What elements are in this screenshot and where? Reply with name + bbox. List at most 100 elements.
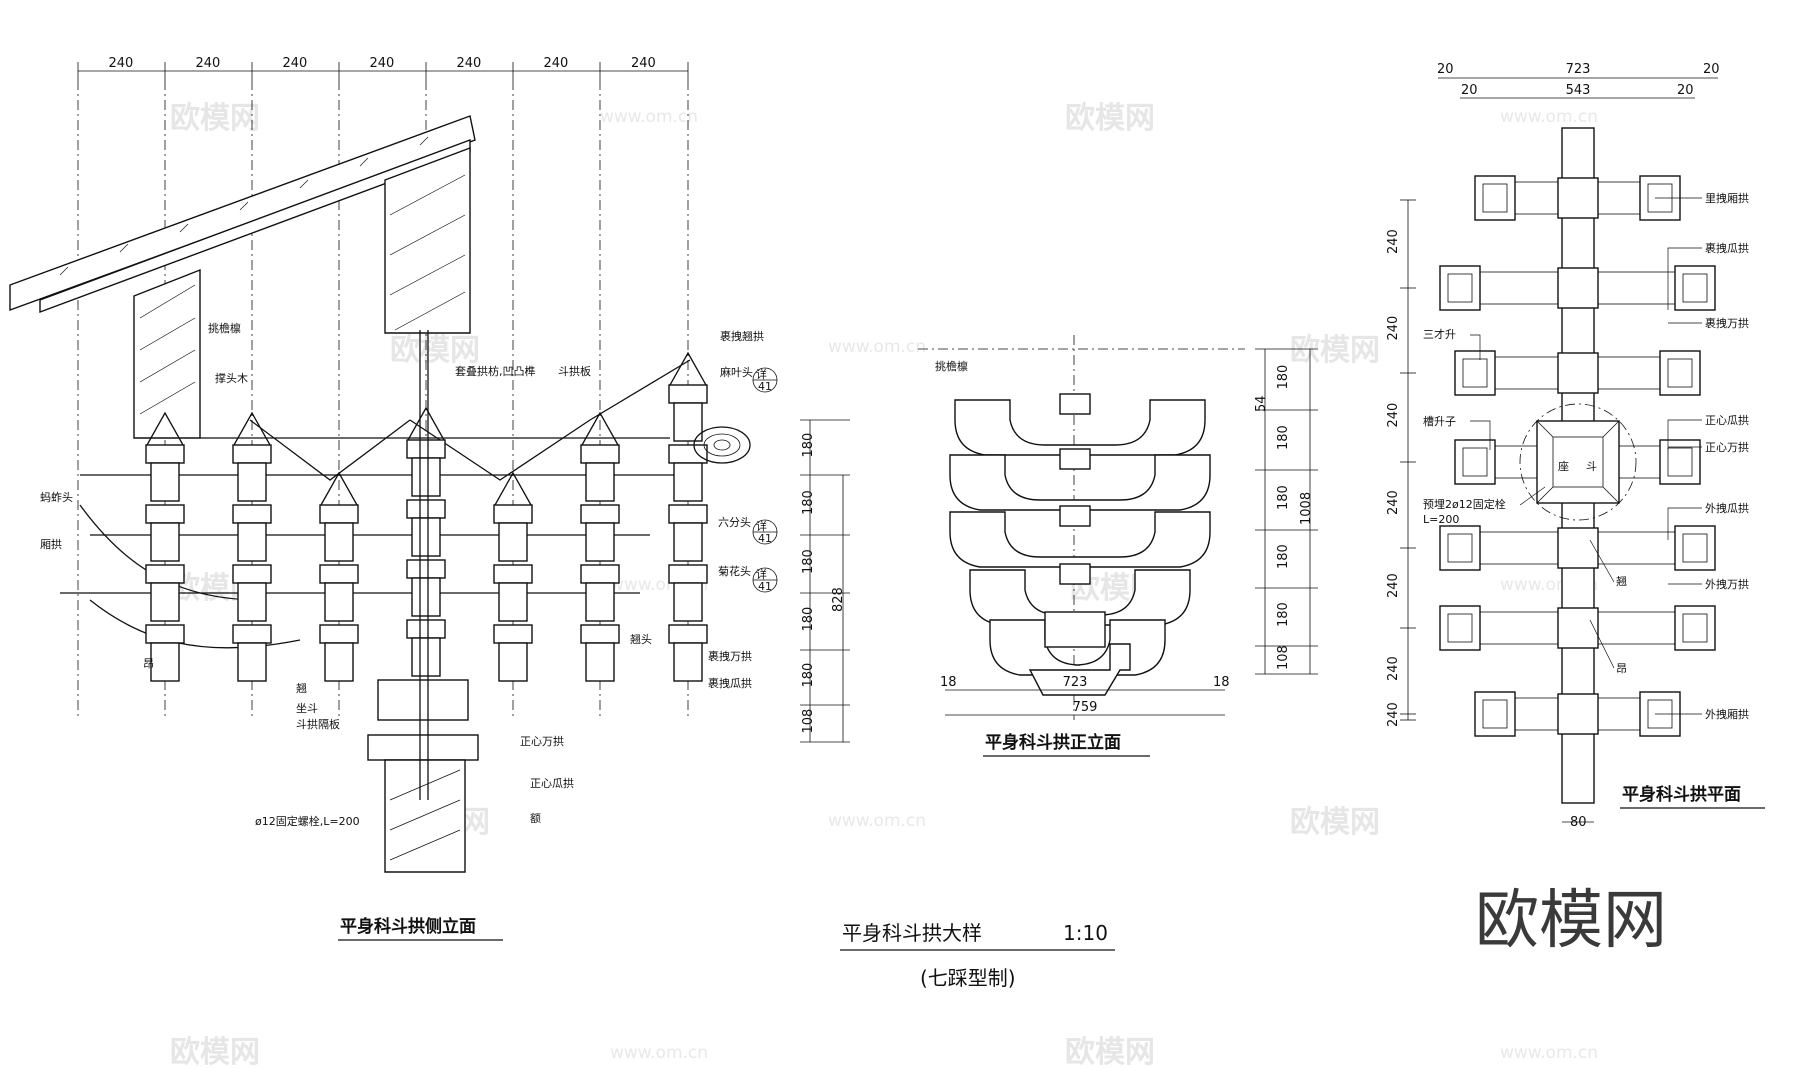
plan-spine-block: [1557, 352, 1599, 394]
plan-total-width: 723: [1566, 62, 1591, 77]
plan-sheng-left-inner: [1462, 358, 1488, 388]
side-title: 平身科斗拱侧立面: [340, 916, 476, 937]
label-ligua: 裹拽瓜拱: [708, 676, 752, 690]
side-top-dim: 240: [370, 56, 395, 71]
dou-block: [493, 624, 533, 644]
gong-block: [673, 402, 703, 442]
dou-cap: [581, 411, 619, 446]
plan-spine-block: [1557, 607, 1599, 649]
plan-view: 723 543 20 20 20 20 座 斗 2402402402402402…: [1386, 62, 1765, 830]
plan-sheng-right: [1659, 439, 1701, 485]
plan-left-dim: 240: [1386, 656, 1401, 681]
watermark-url: www.om.cn: [828, 337, 926, 357]
gong-block: [237, 582, 267, 622]
dou-block: [580, 504, 620, 524]
label-ang: 昂: [143, 657, 154, 670]
plan-li-wan: 裹拽万拱: [1705, 316, 1749, 330]
dou-block: [493, 564, 533, 584]
front-sheng: [1059, 448, 1091, 470]
plan-sheng-right-inner: [1682, 273, 1708, 303]
gong-block: [498, 522, 528, 562]
gong-block: [585, 462, 615, 502]
plan-ang: 昂: [1616, 662, 1627, 675]
gong-block: [324, 522, 354, 562]
plan-spine-block: [1557, 693, 1599, 735]
label-chengtou: 撑头木: [215, 371, 248, 385]
gong-block: [411, 637, 441, 677]
plan-qiao: 翘: [1616, 575, 1627, 588]
dou-block: [580, 444, 620, 464]
label-liwan: 裹拽万拱: [708, 649, 752, 663]
plan-sheng-left: [1439, 525, 1481, 571]
side-right-dim: 180: [801, 607, 816, 632]
detail-ref-number: 41: [758, 532, 772, 545]
plan-sancai: 三才升: [1423, 327, 1456, 341]
plan-spine-block: [1557, 177, 1599, 219]
gong-block: [324, 582, 354, 622]
detail-ref-number: 41: [758, 380, 772, 393]
dou-block: [319, 504, 359, 524]
gong-block: [150, 642, 180, 682]
gong-block: [673, 582, 703, 622]
plan-sheng-left: [1474, 691, 1516, 737]
plan-left-dim: 240: [1386, 229, 1401, 254]
label-maye: 麻叶头: [720, 365, 753, 379]
plan-sheng-left: [1474, 175, 1516, 221]
dou-block: [406, 439, 446, 459]
gong-block: [585, 582, 615, 622]
gong-block: [673, 462, 703, 502]
watermark-brand: 欧模网: [1290, 333, 1380, 368]
label-taodie: 套叠拱枋,凹凸榫: [455, 364, 536, 378]
dou-cap: [233, 411, 271, 446]
side-right-dim: 180: [801, 549, 816, 574]
plan-left-dim: 240: [1386, 573, 1401, 598]
front-tier: [949, 511, 1211, 568]
plan-yumai-l: L=200: [1423, 513, 1459, 526]
gong-block: [150, 462, 180, 502]
dou-block: [668, 384, 708, 404]
front-sheng: [1059, 505, 1091, 527]
label-qiao: 翘: [296, 682, 307, 695]
plan-li-qiao: 里拽厢拱: [1705, 191, 1749, 205]
plan-sheng-left-inner: [1447, 613, 1473, 643]
zuodou-circle: [1519, 403, 1637, 521]
label-liufen: 六分头: [718, 516, 751, 529]
label-litiao-qiao: 裹拽翘拱: [720, 329, 764, 343]
dou-block: [493, 504, 533, 524]
side-top-dim: 240: [283, 56, 308, 71]
plan-wai-wan: 外拽万拱: [1705, 577, 1749, 591]
dou-cap: [669, 351, 707, 386]
front-tier: [969, 569, 1191, 626]
detail-ref-label: 详: [756, 567, 767, 581]
plan-sheng-right-inner: [1682, 533, 1708, 563]
gong-block: [150, 522, 180, 562]
side-top-dim: 240: [109, 56, 134, 71]
label-zxwan: 正心万拱: [520, 734, 564, 748]
side-right-dim: 180: [801, 490, 816, 515]
e-beam: [384, 759, 466, 873]
dou-block: [232, 444, 272, 464]
gong-block: [498, 582, 528, 622]
front-tier: [954, 399, 1206, 456]
side-top-dim: 240: [457, 56, 482, 71]
dou-cap: [494, 471, 532, 506]
dou-block: [145, 444, 185, 464]
plan-sheng-right: [1674, 605, 1716, 651]
plan-sheng-right-inner: [1667, 447, 1693, 477]
dou-block: [232, 624, 272, 644]
plan-sheng-left-inner: [1447, 273, 1473, 303]
watermark-brand: 欧模网: [170, 1035, 260, 1068]
plan-left-dim: 240: [1386, 490, 1401, 515]
side-right-dim: 180: [801, 433, 816, 458]
front-right-dim: 180: [1276, 544, 1291, 569]
plan-zx-gua: 正心瓜拱: [1705, 413, 1749, 427]
gong-block: [585, 522, 615, 562]
plan-caosheng: 槽升子: [1423, 415, 1456, 428]
main-title-block: 平身科斗拱大样 1:10 (七踩型制): [840, 921, 1115, 990]
plan-sheng-left-inner: [1447, 533, 1473, 563]
label-gebang: 斗拱隔板: [296, 717, 340, 731]
label-zuodou: 坐斗: [296, 702, 318, 715]
watermark-url: www.om.cn: [828, 811, 926, 831]
